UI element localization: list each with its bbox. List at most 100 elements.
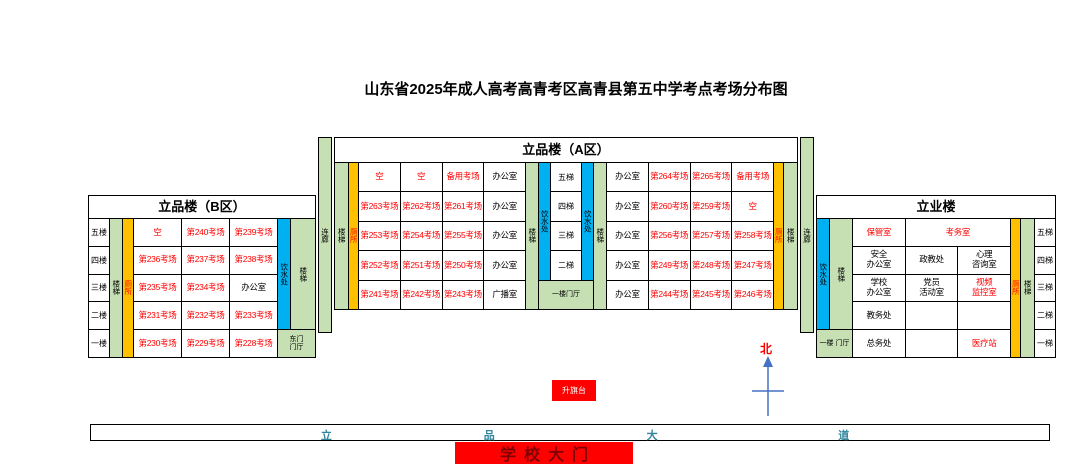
office-cell: 办公室 (484, 163, 525, 192)
office-cell: 办公室 (607, 280, 648, 309)
stair-strip: 楼梯 (830, 219, 852, 330)
office-cell: 总务处 (853, 330, 905, 357)
room-cell: 第255考场 (442, 221, 484, 251)
empty-room-cell (905, 330, 958, 357)
room-cell: 第253考场 (359, 221, 400, 251)
room-cell: 第229考场 (182, 330, 229, 357)
floor-label: 一梯 (1035, 330, 1055, 357)
stair-landing-label: 三梯 (551, 221, 581, 251)
floor-label: 一楼 (89, 330, 109, 357)
lobby-cell: 一楼门厅 (539, 280, 593, 309)
video-monitor-room-cell: 视频 监控室 (958, 274, 1010, 302)
room-cell: 第232考场 (182, 302, 229, 330)
building-c: 立业楼 饮水处 楼梯 一楼 门厅 保管室 考务室 安全 办公室 政教处 心理 咨… (816, 195, 1056, 358)
water-station-strip: 饮水处 (817, 219, 829, 330)
room-cell: 第235考场 (134, 274, 181, 302)
room-cell: 第234考场 (182, 274, 229, 302)
room-cell: 空 (400, 163, 442, 192)
room-cell: 第244考场 (648, 280, 690, 309)
stair-strip: 楼梯 (594, 163, 606, 309)
room-cell: 第228考场 (230, 330, 277, 357)
building-a-title: 立品楼（A区） (335, 138, 797, 162)
north-label: 北 (760, 342, 773, 356)
building-b: 立品楼（B区） 五楼 四楼 三楼 二楼 一楼 楼梯 厕所 空 第240考场 第2… (88, 195, 316, 358)
room-cell: 第260考场 (648, 192, 690, 221)
corridor-strip: 连廊 (800, 137, 814, 333)
room-cell: 第263考场 (359, 192, 400, 221)
stair-strip: 楼梯 (526, 163, 538, 309)
room-cell: 第262考场 (400, 192, 442, 221)
room-cell: 第233考场 (230, 302, 277, 330)
room-cell: 备用考场 (732, 163, 773, 192)
flag-platform: 升旗台 (552, 380, 596, 401)
corridor-strip: 连廊 (318, 137, 332, 333)
room-cell: 空 (732, 192, 773, 221)
building-a: 立品楼（A区） 楼梯 厕所 空 空 备用考场 办公室 第263考场 第262考场… (334, 137, 798, 310)
office-cell: 办公室 (484, 251, 525, 280)
office-cell: 心理 咨询室 (958, 246, 1010, 274)
building-c-title: 立业楼 (817, 196, 1055, 218)
medical-station-cell: 医疗站 (958, 330, 1010, 357)
office-cell: 办公室 (484, 192, 525, 221)
office-cell: 教务处 (853, 302, 905, 330)
stair-strip: 楼梯 (110, 219, 122, 357)
stair-landing-label: 五梯 (551, 163, 581, 192)
office-cell: 安全 办公室 (853, 246, 905, 274)
empty-room-cell (905, 302, 958, 330)
toilet-strip: 厕所 (1011, 219, 1020, 357)
office-cell: 学校 办公室 (853, 274, 905, 302)
floor-label: 二楼 (89, 302, 109, 330)
room-cell: 第249考场 (648, 251, 690, 280)
stair-strip: 楼梯 (1021, 219, 1034, 357)
water-station-strip: 饮水处 (539, 163, 550, 280)
room-cell: 第256考场 (648, 221, 690, 251)
room-cell: 第257考场 (690, 221, 732, 251)
toilet-strip: 厕所 (349, 163, 358, 309)
toilet-strip: 厕所 (123, 219, 133, 357)
stair-landing-label: 二梯 (551, 251, 581, 280)
floor-label: 三梯 (1035, 274, 1055, 302)
road-char: 品 (483, 430, 495, 442)
lobby-cell: 一楼 门厅 (817, 330, 852, 357)
room-cell: 第237考场 (182, 246, 229, 274)
water-station-strip: 饮水处 (278, 219, 290, 330)
room-cell: 第251考场 (400, 251, 442, 280)
room-cell: 第230考场 (134, 330, 181, 357)
room-cell: 第261考场 (442, 192, 484, 221)
stair-strip: 楼梯 (784, 163, 797, 309)
road-char: 道 (838, 430, 850, 442)
storage-room-cell: 保管室 (853, 219, 905, 246)
office-cell: 党员 活动室 (905, 274, 958, 302)
school-gate: 学校大门 (455, 442, 633, 464)
stair-strip: 楼梯 (335, 163, 348, 309)
room-cell: 第259考场 (690, 192, 732, 221)
office-cell: 办公室 (607, 192, 648, 221)
room-cell: 第241考场 (359, 280, 400, 309)
room-cell: 第243考场 (442, 280, 484, 309)
office-cell: 办公室 (607, 251, 648, 280)
floor-label: 三楼 (89, 274, 109, 302)
room-cell: 第264考场 (648, 163, 690, 192)
toilet-strip: 厕所 (774, 163, 783, 309)
room-cell: 第248考场 (690, 251, 732, 280)
room-cell: 第236考场 (134, 246, 181, 274)
stair-landing-label: 四梯 (551, 192, 581, 221)
room-cell: 第247考场 (732, 251, 773, 280)
east-gate-lobby: 东门 门厅 (278, 330, 315, 357)
office-cell: 办公室 (484, 221, 525, 251)
room-cell: 第245考场 (690, 280, 732, 309)
room-cell: 第231考场 (134, 302, 181, 330)
north-arrow-icon (752, 356, 784, 416)
room-cell: 第258考场 (732, 221, 773, 251)
empty-room-cell (958, 302, 1010, 330)
room-cell: 空 (134, 219, 181, 246)
road-bar: 立 品 大 道 (90, 424, 1050, 442)
building-b-title: 立品楼（B区） (89, 196, 315, 218)
floor-label: 二梯 (1035, 302, 1055, 330)
room-cell: 第252考场 (359, 251, 400, 280)
floor-label: 五梯 (1035, 219, 1055, 246)
room-cell: 第242考场 (400, 280, 442, 309)
room-cell: 备用考场 (442, 163, 484, 192)
room-cell: 空 (359, 163, 400, 192)
